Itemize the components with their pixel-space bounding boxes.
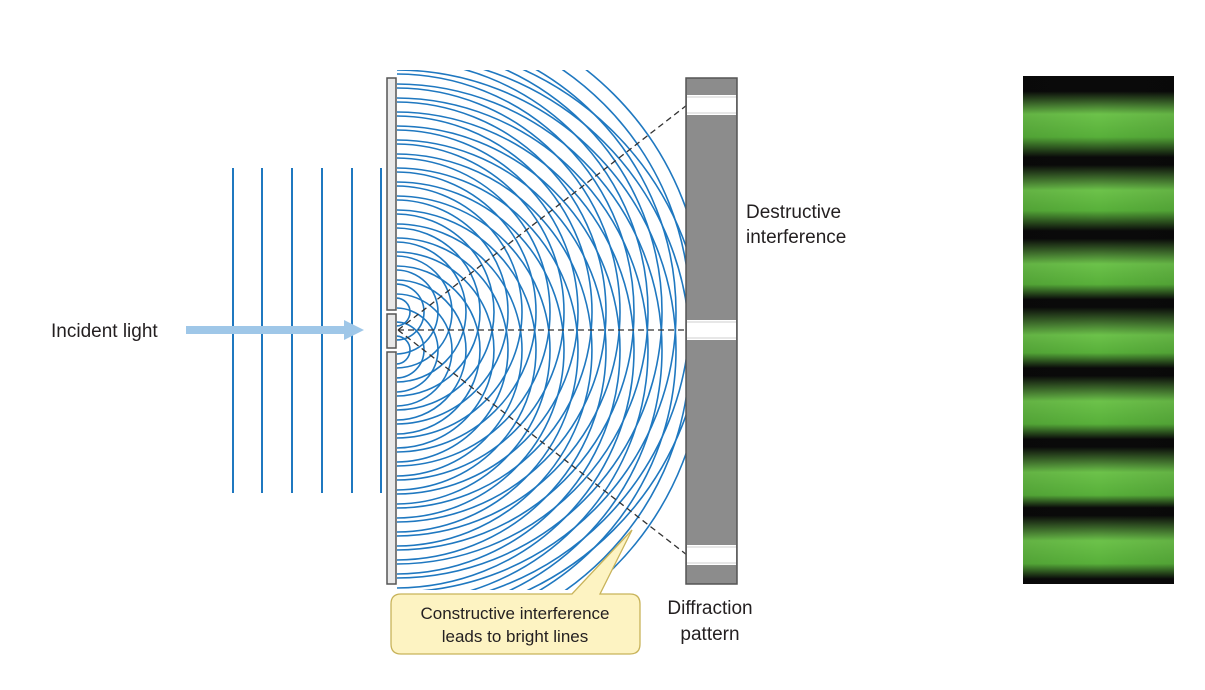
circular-wavefront — [397, 255, 453, 369]
bright-band-top — [687, 95, 736, 115]
circular-wavefront — [397, 153, 593, 547]
slit-barrier — [386, 77, 397, 585]
circular-wavefront — [397, 265, 481, 435]
circular-wavefront — [488, 70, 687, 590]
circular-wavefront — [397, 129, 579, 495]
circular-wavefront — [397, 115, 593, 509]
circular-wavefront — [397, 181, 565, 519]
circular-wavefront — [397, 139, 607, 561]
path-lines — [397, 104, 688, 556]
circular-wavefront — [397, 279, 467, 421]
circular-wavefront — [421, 70, 677, 590]
bright-band-center — [687, 320, 736, 340]
circular-wavefront — [397, 185, 523, 439]
circular-wavefront — [397, 143, 565, 481]
detection-screen — [685, 77, 738, 585]
circular-wavefront — [397, 237, 509, 463]
diffraction-label-line2: pattern — [680, 624, 739, 645]
circular-wavefront — [397, 335, 411, 365]
constructive-label-line2: leads to bright lines — [442, 627, 588, 646]
fringe-pattern-image — [1023, 76, 1174, 584]
circular-wavefront — [397, 87, 621, 537]
circular-wavefronts — [397, 70, 687, 590]
circular-wavefront — [397, 241, 467, 383]
constructive-label-line1: Constructive interference — [421, 604, 610, 623]
circular-wavefront — [397, 199, 509, 425]
incident-light-arrow — [186, 320, 364, 340]
circular-wavefront — [397, 251, 495, 449]
diffraction-label-line1: Diffraction — [667, 598, 752, 619]
circular-wavefront — [397, 223, 523, 477]
circular-wavefront — [397, 293, 453, 407]
circular-wavefront — [397, 213, 495, 411]
circular-wavefront — [522, 70, 687, 590]
circular-wavefront — [397, 70, 649, 565]
circular-wavefront — [397, 101, 607, 523]
destructive-label-line1: Destructive — [746, 202, 841, 223]
circular-wavefront — [397, 83, 663, 590]
circular-wavefront — [397, 97, 649, 590]
circular-wavefront — [397, 73, 635, 551]
circular-wavefront — [397, 111, 635, 589]
circular-wavefront — [526, 70, 687, 590]
circular-wavefront — [397, 167, 579, 533]
circular-wavefront — [397, 297, 411, 327]
destructive-label-line2: interference — [746, 227, 846, 248]
circular-wavefront — [397, 171, 537, 453]
bright-band-bottom — [687, 545, 736, 565]
circular-wavefront — [397, 125, 621, 575]
circular-wavefront — [397, 209, 537, 491]
incident-light-label: Incident light — [51, 321, 158, 342]
circular-wavefront — [397, 157, 551, 467]
circular-wavefront — [397, 70, 663, 579]
circular-wavefront — [482, 70, 687, 590]
constructive-callout: Constructive interference leads to brigh… — [390, 529, 641, 655]
circular-wavefront — [397, 227, 481, 397]
circular-wavefront — [397, 70, 677, 590]
circular-wavefront — [397, 195, 551, 505]
